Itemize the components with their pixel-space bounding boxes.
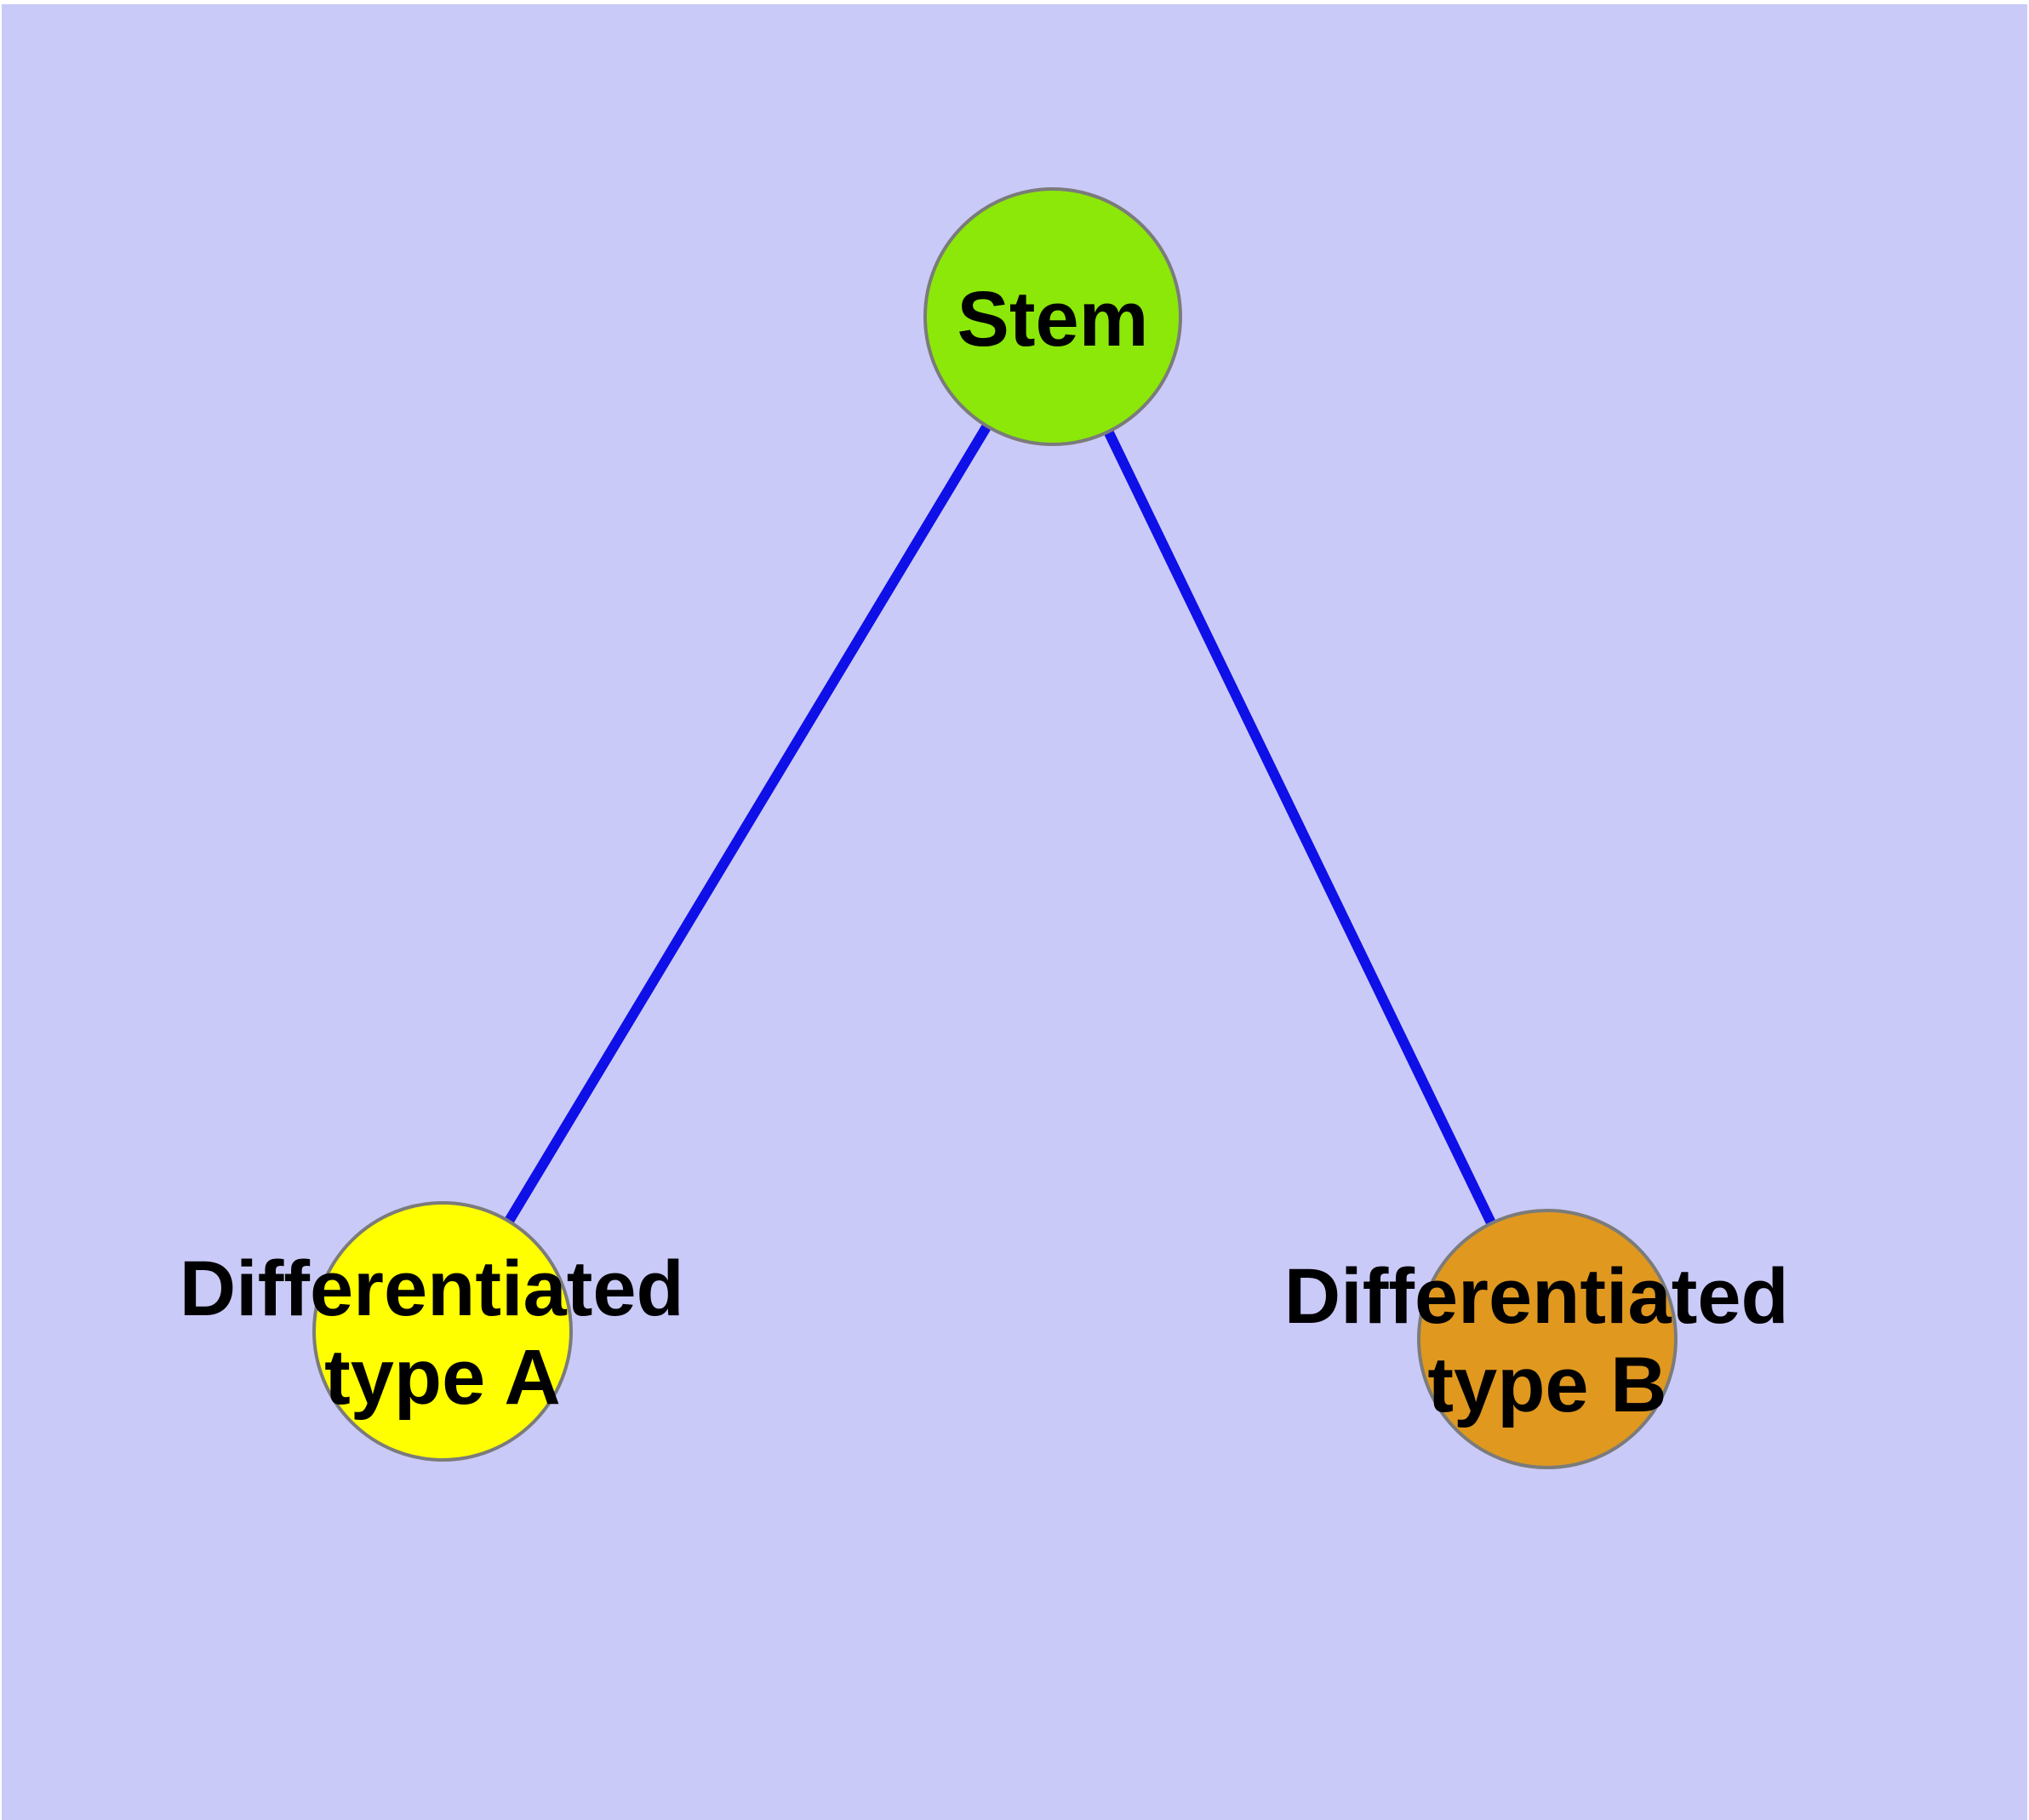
node-type-a-circle[interactable] <box>312 1201 573 1462</box>
node-type-a-label: Differentiated type A <box>180 1245 706 1421</box>
node-type-b-label-line2: type B <box>1427 1342 1666 1428</box>
node-stem-circle[interactable] <box>923 187 1182 446</box>
node-type-b-label: Differentiated type B <box>1284 1253 1811 1428</box>
node-type-a-label-line1: Differentiated <box>180 1245 684 1332</box>
edge-stem-to-type-b <box>1048 314 1552 1342</box>
edge-stem-to-type-a <box>437 313 1058 1335</box>
node-type-b-circle[interactable] <box>1417 1209 1677 1469</box>
node-type-b-label-line1: Differentiated <box>1284 1253 1789 1340</box>
node-stem-label: Stem <box>957 276 1149 363</box>
node-type-a[interactable]: Differentiated type A <box>180 1201 706 1462</box>
node-stem[interactable]: Stem <box>923 187 1182 446</box>
edge-group <box>437 313 1552 1342</box>
node-type-b[interactable]: Differentiated type B <box>1284 1209 1811 1469</box>
node-type-a-label-line2: type A <box>324 1334 561 1421</box>
